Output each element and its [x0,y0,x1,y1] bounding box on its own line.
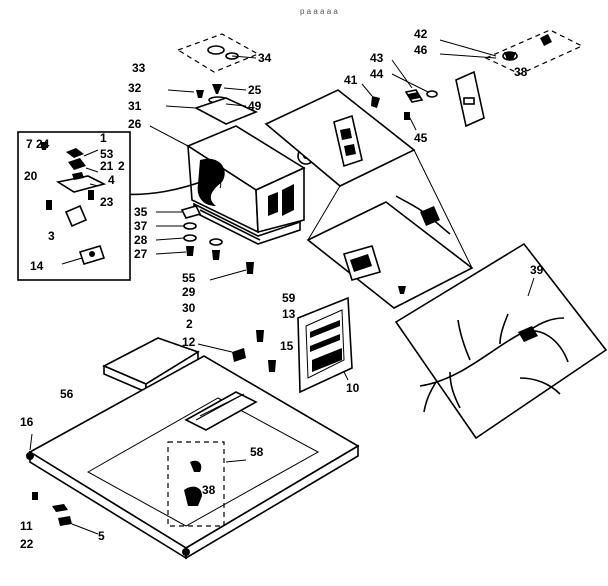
callout-56: 56 [60,387,74,401]
callout-41: 41 [344,73,358,87]
callout-22: 22 [20,537,34,551]
callout-4: 4 [108,173,115,187]
callout-12: 12 [182,335,196,349]
wire-harness-box [394,242,608,440]
callout-35: 35 [134,205,148,219]
callout-5: 5 [98,529,105,543]
callout-43: 43 [370,51,384,65]
callout-32: 32 [128,81,142,95]
callout-13: 13 [282,307,296,321]
callout-28: 28 [134,233,148,247]
callout-15: 15 [280,339,294,353]
callout-58: 58 [250,445,264,459]
clamp-43 [391,59,438,131]
callout-55: 55 [182,271,196,285]
callout-34: 34 [258,51,272,65]
callout-2-lower: 2 [186,317,193,331]
callout-2-box: 2 [118,159,125,173]
callout-44: 44 [370,67,384,81]
callout-11: 11 [20,519,33,533]
callout-23: 23 [100,195,114,209]
plate-31 [165,97,259,125]
callout-3: 3 [48,229,55,243]
callout-26: 26 [128,117,142,131]
callout-31: 31 [128,99,142,113]
callout-37: 37 [134,219,148,233]
screw-15 [268,360,276,372]
callout-59: 59 [282,291,296,305]
callout-30: 30 [182,301,196,315]
control-box [17,131,131,281]
bracket-assembly-42 [439,29,584,128]
bracket-12 [197,343,246,362]
callout-24: 24 [36,137,50,151]
callout-1: 1 [100,131,107,145]
callout-16: 16 [20,415,34,429]
callout-42: 42 [414,27,428,41]
base-tray [26,355,360,560]
header-text: p a a a a a [300,7,338,16]
callout-49: 49 [248,99,262,113]
callout-7: 7 [26,137,33,151]
callout-29: 29 [182,285,196,299]
bracket-34-assembly [176,33,260,73]
callout-39: 39 [530,263,544,277]
screw-13 [256,330,264,342]
blower-housing-26 [149,125,306,245]
callout-20: 20 [24,169,38,183]
callout-14: 14 [30,259,44,273]
hardware-11-22-5 [32,492,99,535]
screw-32 [167,89,204,98]
callout-21: 21 [100,159,114,173]
callout-45: 45 [414,131,428,145]
grille-10 [297,296,353,394]
callout-46: 46 [414,43,428,57]
callout-38-top: 38 [514,65,528,79]
callout-27: 27 [134,247,148,261]
callout-33: 33 [132,61,146,75]
feet-assembly [155,205,223,260]
callout-38-bottom: 38 [202,483,216,497]
inset-58 [167,441,247,527]
screw-29 [209,262,254,281]
callout-25: 25 [248,83,262,97]
callout-10: 10 [346,381,360,395]
callout-53: 53 [100,147,114,161]
electrical-panel [264,89,474,309]
screw-41 [361,83,380,108]
